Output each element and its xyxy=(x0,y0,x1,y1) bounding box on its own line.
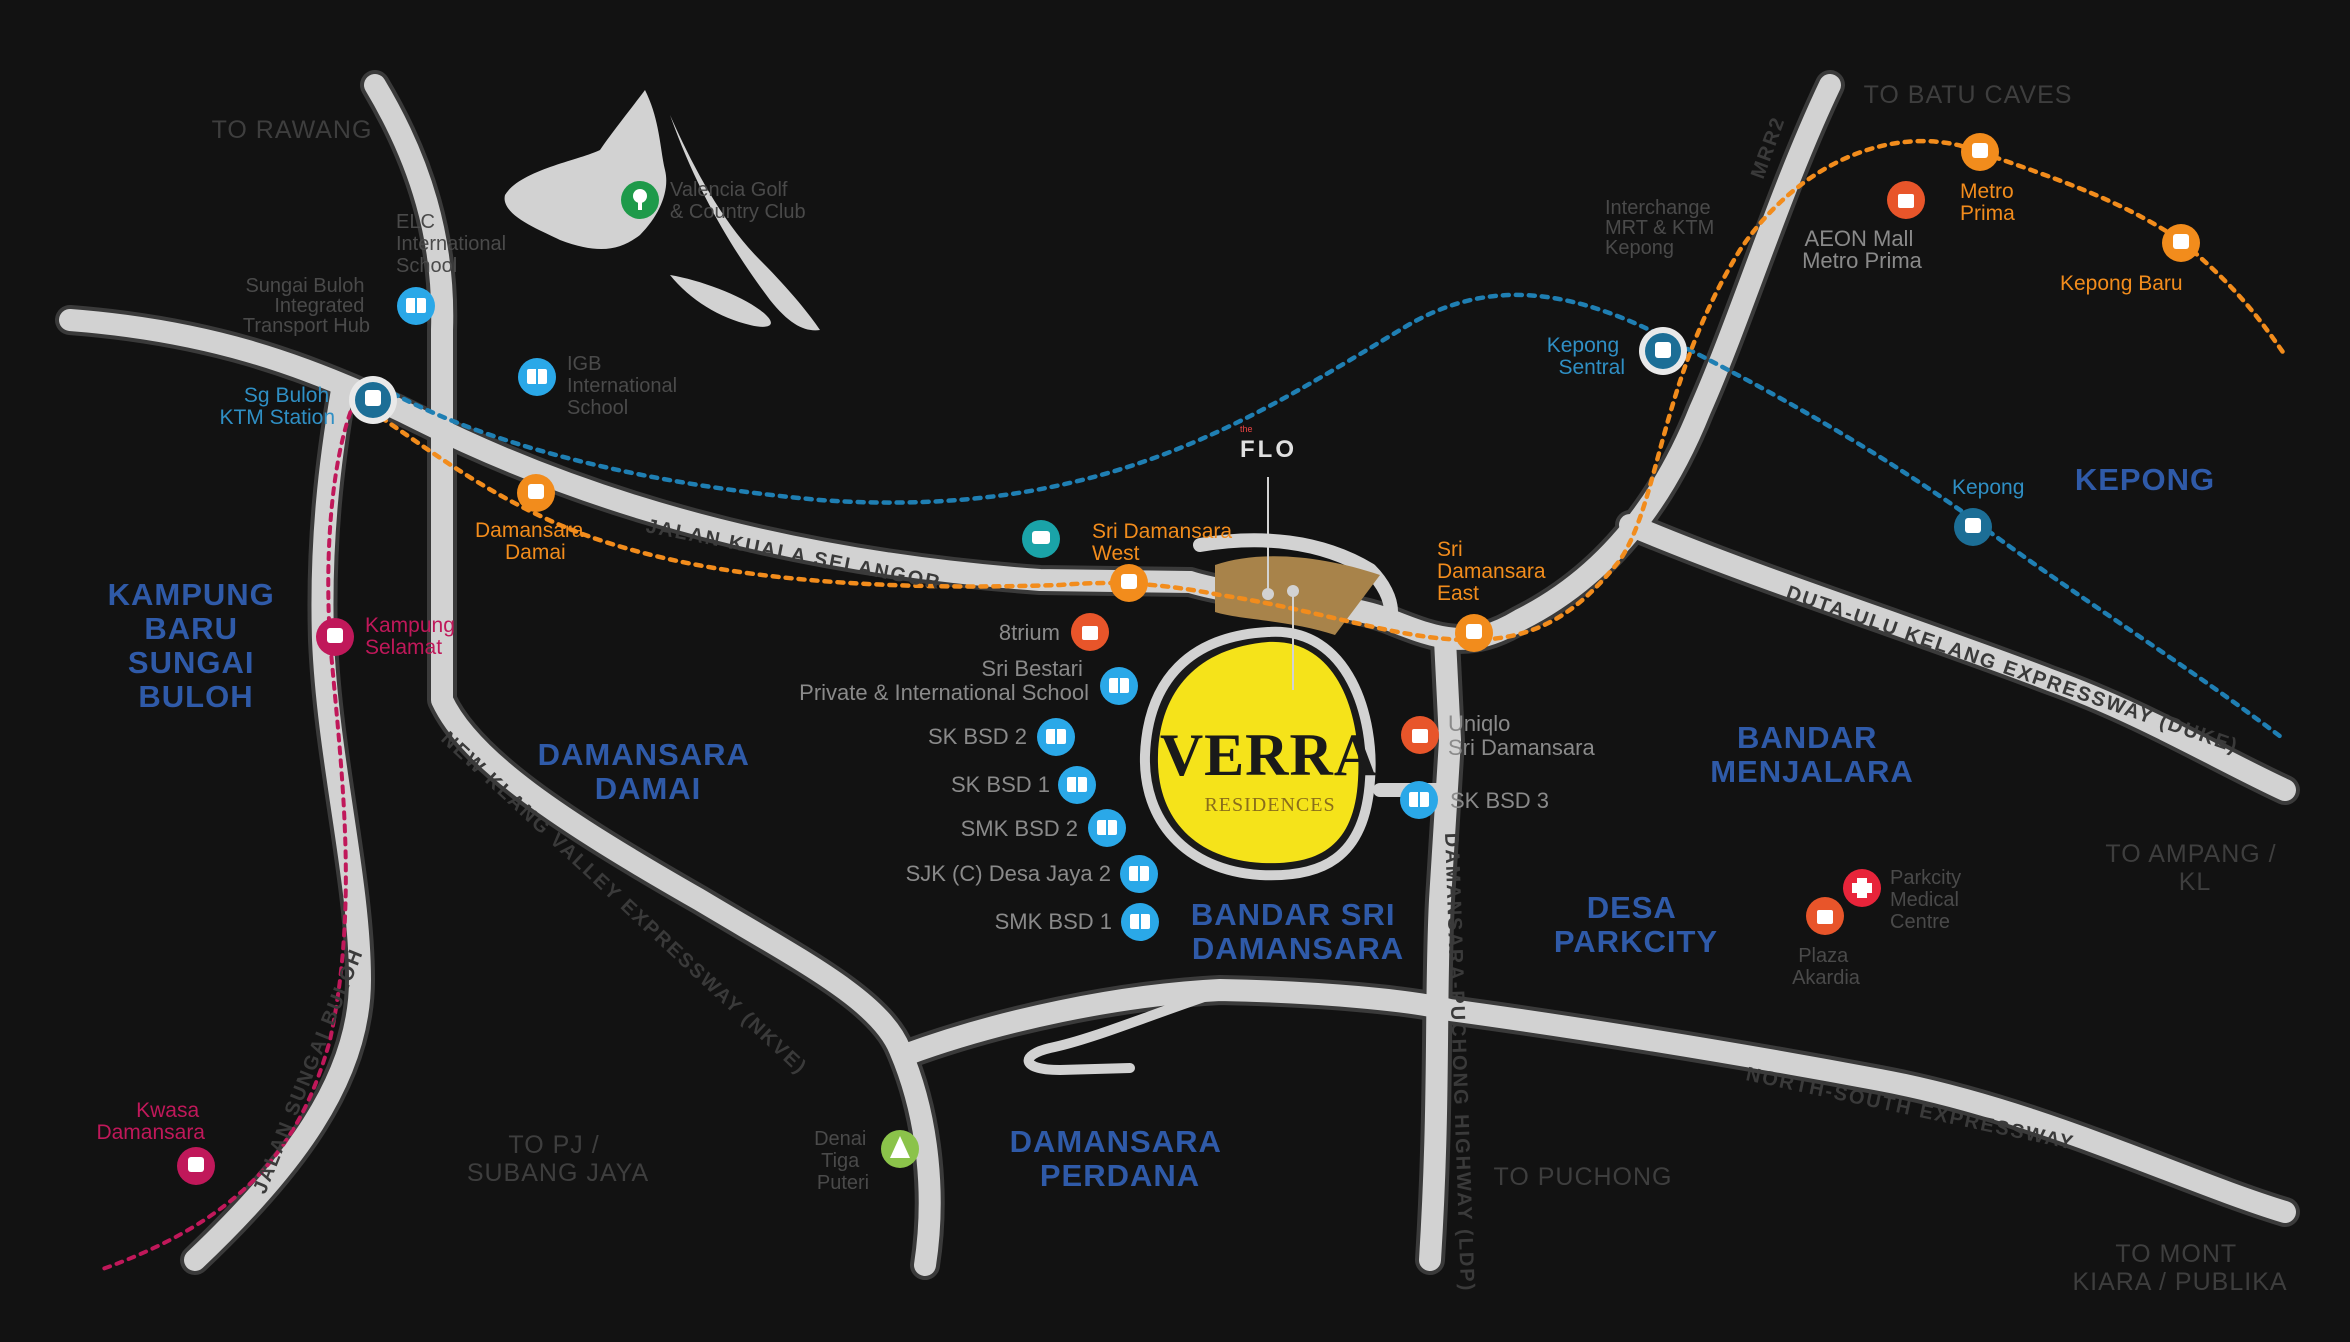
poi-label-valencia-golf: Valencia Golf & Country Club xyxy=(670,179,806,223)
poi-label-uniqlo: Uniqlo Sri Damansara xyxy=(1448,711,1595,760)
station-kwasa-damansara[interactable]: Kwasa Damansara xyxy=(96,1099,215,1185)
direction-to-puchong: TO PUCHONG xyxy=(1494,1163,1673,1191)
poi-label-kepong-interchange: Interchange MRT & KTM Kepong xyxy=(1605,197,1720,259)
poi-sk-bsd-3[interactable]: SK BSD 3 xyxy=(1400,781,1549,819)
station-sri-damansara-west[interactable]: Sri Damansara West xyxy=(1092,520,1238,602)
station-kepong-sentral[interactable]: Kepong Sentral xyxy=(1547,327,1687,379)
poi-sjkc[interactable]: SJK (C) Desa Jaya 2 xyxy=(906,855,1158,893)
poi-elc[interactable]: ELC International School xyxy=(396,211,512,325)
jalan-sungai-buloh-road xyxy=(184,379,371,1271)
rail-lines xyxy=(98,138,2288,1272)
direction-to-ampang: TO AMPANG / KL xyxy=(2105,840,2284,896)
development-site xyxy=(1215,556,1380,635)
poi-parkcity-medical[interactable]: Parkcity Medical Centre xyxy=(1843,867,1967,933)
north-south-expressway-road xyxy=(894,979,2296,1223)
station-metro-prima[interactable]: Metro Prima xyxy=(1960,133,2020,225)
station-label-damansara-damai: Damansara Damai xyxy=(475,519,589,564)
station-sg-buloh[interactable]: Sg Buloh KTM Station xyxy=(219,376,397,429)
region-damansara-damai: DAMANSARA DAMAI xyxy=(538,737,759,806)
station-label-sri-damansara-east: Sri Damansara East xyxy=(1437,538,1551,605)
ktm-line xyxy=(367,292,2288,743)
station-damansara-damai[interactable]: Damansara Damai xyxy=(475,474,589,564)
direction-to-batu-caves: TO BATU CAVES xyxy=(1864,81,2073,109)
points-of-interest: Valencia Golf & Country Club ELC Interna… xyxy=(243,179,1967,1194)
station-kepong-baru[interactable]: Kepong Baru xyxy=(2060,224,2200,295)
poi-valencia-golf[interactable]: Valencia Golf & Country Club xyxy=(621,179,806,223)
region-bandar-sri-damansara: BANDAR SRI DAMANSARA xyxy=(1191,897,1405,966)
poi-label-denai-tiga-puteri: Denai Tiga Puteri xyxy=(814,1128,872,1194)
poi-label-parkcity-medical: Parkcity Medical Centre xyxy=(1890,867,1967,933)
poi-label-elc: ELC International School xyxy=(396,211,512,277)
poi-label-smk-bsd-2: SMK BSD 2 xyxy=(961,816,1078,841)
verra-title: VERRA xyxy=(1160,722,1378,788)
poi-uniqlo[interactable]: Uniqlo Sri Damansara xyxy=(1401,711,1595,760)
poi-plaza-arkadia[interactable]: Plaza Akardia xyxy=(1792,897,1861,989)
region-desa-parkcity: DESA PARKCITY xyxy=(1554,890,1718,959)
direction-to-pj: TO PJ / SUBANG JAYA xyxy=(467,1131,649,1187)
duke-road xyxy=(1619,514,2296,801)
ldp-road xyxy=(1419,629,1461,1271)
region-bandar-menjalara: BANDAR MENJALARA xyxy=(1710,720,1914,789)
region-kampung-baru: KAMPUNG BARU SUNGAI BULOH xyxy=(108,577,285,714)
poi-label-sk-bsd-1: SK BSD 1 xyxy=(951,772,1050,797)
station-label-kwasa-damansara: Kwasa Damansara xyxy=(96,1099,205,1144)
poi-igb[interactable]: IGB International School xyxy=(518,353,683,419)
poi-label-sk-bsd-2: SK BSD 2 xyxy=(928,724,1027,749)
station-kampung-selamat[interactable]: Kampung Selamat xyxy=(316,614,461,659)
station-label-metro-prima: Metro Prima xyxy=(1960,180,2020,225)
poi-sk-bsd-1[interactable]: SK BSD 1 xyxy=(951,766,1096,804)
direction-labels: TO RAWANG TO BATU CAVES TO AMPANG / KL T… xyxy=(212,81,2287,1296)
poi-denai-tiga-puteri[interactable]: Denai Tiga Puteri xyxy=(814,1128,919,1194)
verra-marker[interactable]: VERRA RESIDENCES xyxy=(1139,626,1378,881)
station-label-kepong-sentral: Kepong Sentral xyxy=(1547,334,1625,379)
poi-smk-bsd-1[interactable]: SMK BSD 1 xyxy=(995,903,1159,941)
poi-sri-bestari[interactable]: Sri Bestari Private & International Scho… xyxy=(799,656,1138,705)
direction-to-mont-kiara: TO MONT KIARA / PUBLIKA xyxy=(2072,1240,2287,1296)
poi-label-sungai-buloh-hub: Sungai Buloh Integrated Transport Hub xyxy=(243,275,370,337)
stations: Sg Buloh KTM Station Kampung Selamat Kwa… xyxy=(96,133,2200,1185)
region-kepong: KEPONG xyxy=(2075,462,2215,497)
flo-logo: the FLO xyxy=(1240,424,1299,690)
nkve-road xyxy=(364,74,941,1276)
region-damansara-perdana: DAMANSARA PERDANA xyxy=(1010,1124,1231,1193)
mrt-line xyxy=(367,138,2288,643)
poi-label-sjkc: SJK (C) Desa Jaya 2 xyxy=(906,861,1111,886)
poi-label-sk-bsd-3: SK BSD 3 xyxy=(1450,788,1549,813)
poi-label-8trium: 8trium xyxy=(999,620,1060,645)
direction-to-rawang: TO RAWANG xyxy=(212,116,373,144)
region-labels: KAMPUNG BARU SUNGAI BULOH DAMANSARA DAMA… xyxy=(108,462,2215,1193)
station-label-sri-damansara-west: Sri Damansara West xyxy=(1092,520,1238,565)
station-label-kepong: Kepong xyxy=(1952,476,2024,499)
flo-prefix: the xyxy=(1240,424,1253,434)
station-sri-damansara-east[interactable]: Sri Damansara East xyxy=(1437,538,1551,652)
verra-subtitle: RESIDENCES xyxy=(1204,794,1335,816)
poi-label-plaza-arkadia: Plaza Akardia xyxy=(1792,945,1861,989)
poi-8trium[interactable]: 8trium xyxy=(999,613,1109,651)
poi-smk-bsd-2[interactable]: SMK BSD 2 xyxy=(961,809,1126,847)
station-label-kepong-baru: Kepong Baru xyxy=(2060,272,2183,295)
poi-label-sri-bestari: Sri Bestari Private & International Scho… xyxy=(799,656,1089,705)
poi-label-igb: IGB International School xyxy=(567,353,683,419)
station-label-sg-buloh: Sg Buloh KTM Station xyxy=(219,384,335,429)
flo-text: FLO xyxy=(1240,436,1297,463)
poi-sk-bsd-2[interactable]: SK BSD 2 xyxy=(928,718,1075,756)
ets-line xyxy=(98,398,357,1272)
bus-terminal-marker[interactable] xyxy=(1022,520,1060,558)
station-label-kampung-selamat: Kampung Selamat xyxy=(365,614,461,659)
poi-label-aeon: AEON Mall Metro Prima xyxy=(1802,226,1923,273)
station-kepong[interactable]: Kepong xyxy=(1952,476,2024,546)
poi-label-smk-bsd-1: SMK BSD 1 xyxy=(995,909,1112,934)
poi-aeon[interactable]: AEON Mall Metro Prima xyxy=(1802,181,1925,273)
